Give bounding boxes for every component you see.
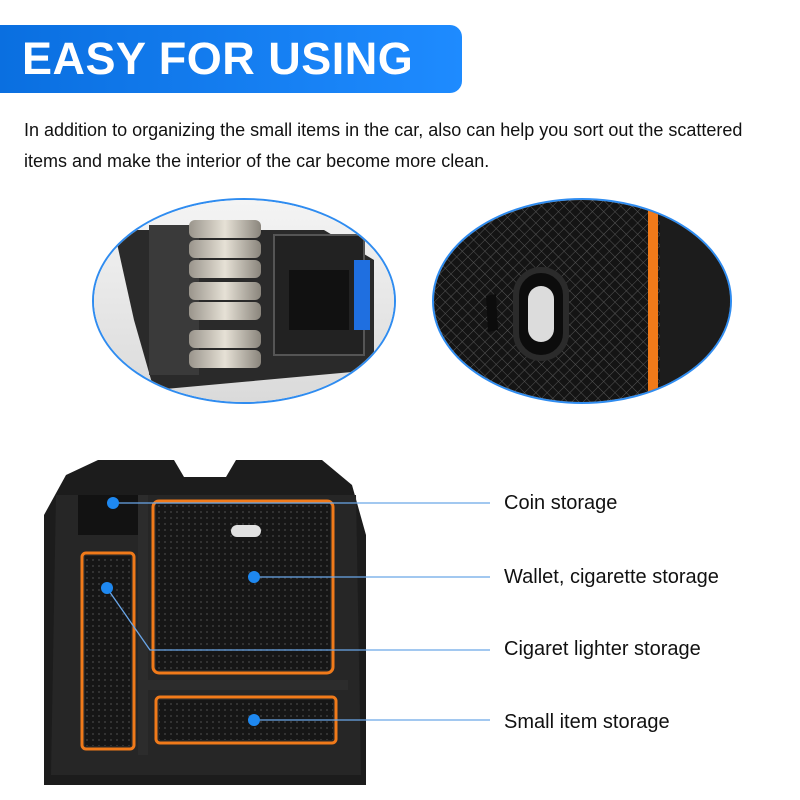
callout-small-item-storage: Small item storage	[504, 711, 670, 733]
armrest-tray-image	[36, 455, 376, 785]
callout-lighter-storage: Cigaret lighter storage	[504, 638, 701, 660]
callout-coin-storage: Coin storage	[504, 492, 618, 514]
coin-slot-closeup-image	[92, 198, 396, 404]
page-title: EASY FOR USING	[22, 33, 414, 84]
description-text: In addition to organizing the small item…	[24, 120, 743, 171]
mat-closeup-image	[432, 198, 732, 404]
callout-wallet-storage: Wallet, cigarette storage	[504, 566, 719, 588]
title-banner: EASY FOR USING	[0, 25, 462, 93]
